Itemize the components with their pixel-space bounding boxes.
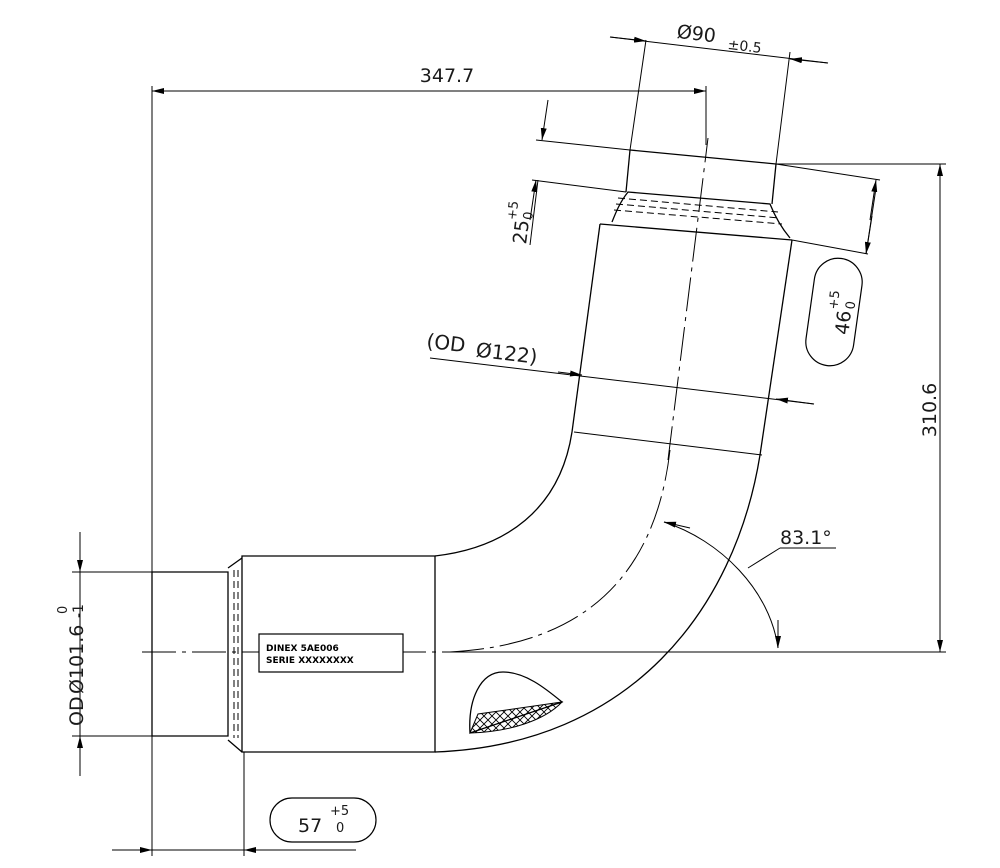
pipe-od-prefix: (OD xyxy=(425,329,467,357)
outlet-centerline xyxy=(667,137,709,461)
dim-overall-height: 310.6 xyxy=(450,163,946,653)
outlet-length-tol-upper: +5 xyxy=(505,200,522,221)
dim-inlet-length: 57 +5 0 xyxy=(112,736,377,856)
dim-pipe-od: (OD Ø122) xyxy=(425,329,815,405)
label-plate-line2: SERIE XXXXXXXX xyxy=(266,656,354,666)
outlet-neck xyxy=(611,191,791,239)
outlet-bead-hidden xyxy=(617,197,779,213)
dim-outlet-insertion: 46 +5 0 xyxy=(775,163,881,367)
inlet-od-value: Ø101.6 xyxy=(66,625,88,694)
inlet-length-tol-upper: +5 xyxy=(330,804,349,819)
drain-feature xyxy=(469,671,564,734)
pipe-body xyxy=(142,137,793,753)
section-seam xyxy=(573,431,763,456)
inlet-od-tol-lower: -1 xyxy=(71,604,87,618)
dim-outlet-length: 25 +5 0 xyxy=(505,99,631,246)
bend-centerline xyxy=(449,449,671,653)
bend-outer-arc xyxy=(434,454,761,753)
outlet-insertion-tol-upper: +5 xyxy=(826,289,843,310)
inlet-length-tol-lower: 0 xyxy=(336,821,344,836)
outlet-right-wall xyxy=(759,239,793,456)
inlet-od-prefix: OD xyxy=(66,696,88,726)
bend-inner-arc xyxy=(434,431,573,557)
outlet-length-tol-lower: 0 xyxy=(521,211,537,221)
bend-angle-value: 83.1° xyxy=(780,527,832,549)
dim-outlet-diameter: Ø90 ±0.5 xyxy=(609,21,829,165)
outlet-diameter-tolerance: ±0.5 xyxy=(727,37,763,57)
inlet-od-tol-upper: 0 xyxy=(56,606,71,614)
insertion-callout-frame xyxy=(805,257,863,367)
inlet-stub xyxy=(151,571,229,737)
inlet-length-callout-frame xyxy=(269,797,377,843)
outlet-insertion-tol-lower: 0 xyxy=(843,300,859,310)
overall-height-value: 310.6 xyxy=(919,383,941,437)
overall-width-value: 347.7 xyxy=(420,65,474,87)
label-plate-line1: DINEX 5AE006 xyxy=(266,644,339,654)
dim-overall-width: 347.7 xyxy=(151,65,707,572)
label-plate: DINEX 5AE006 SERIE XXXXXXXX xyxy=(258,633,404,673)
outlet-diameter-value: Ø90 xyxy=(676,21,717,47)
outlet-insertion-value: 46 xyxy=(831,309,856,336)
outlet-length-value: 25 xyxy=(509,219,534,246)
label-plate-frame xyxy=(258,633,404,673)
knurled-area xyxy=(469,701,564,734)
dim-inlet-od: OD Ø101.6 -1 0 xyxy=(56,532,152,776)
outlet-left-wall xyxy=(571,223,601,433)
dim-bend-angle: 83.1° xyxy=(663,521,836,649)
inlet-length-value: 57 xyxy=(298,815,322,837)
outlet-end-face xyxy=(629,149,777,165)
